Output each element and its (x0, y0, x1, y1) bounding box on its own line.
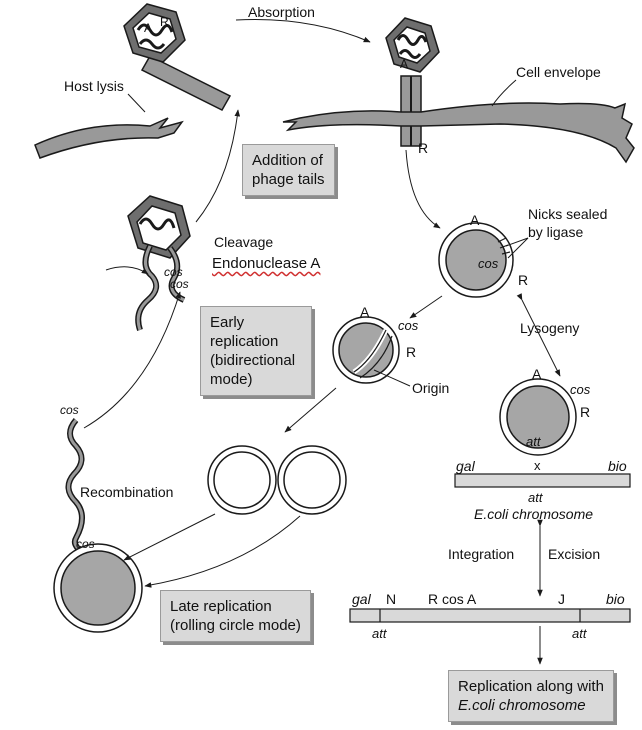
label-cos-lysogeny: cos (570, 382, 591, 397)
cycle-arrows (83, 19, 561, 665)
circle-lysogeny (499, 378, 577, 456)
label-cos-cleave-1: cos (164, 265, 183, 279)
label-cos-rolling: cos (76, 537, 95, 551)
label-att-right: att (572, 626, 587, 641)
label-host-lysis: Host lysis (64, 78, 124, 94)
label-r-circle: R (518, 272, 529, 288)
label-att-left: att (372, 626, 387, 641)
label-cos-tail: cos (60, 403, 79, 417)
label-j: J (558, 591, 565, 607)
box-phage-tails: Addition of phage tails (242, 144, 335, 196)
label-a-early: A (360, 304, 370, 320)
label-ecoli-chromosome: E.coli chromosome (474, 506, 594, 522)
label-a-top: A (144, 21, 153, 35)
label-r-top: R (160, 15, 169, 29)
pointer-lines (127, 79, 529, 387)
label-nicks-1: Nicks sealed (528, 206, 608, 222)
label-att-lysogeny: att (526, 434, 541, 449)
phage-top-left (123, 3, 232, 111)
label-cell-envelope: Cell envelope (516, 64, 601, 80)
label-bio-bottom: bio (606, 591, 625, 607)
phage-cleavage (127, 195, 191, 331)
box-late-replication: Late replication (rolling circle mode) (160, 590, 311, 642)
label-gal-bottom: gal (352, 591, 371, 607)
label-integration: Integration (448, 546, 515, 562)
label-cos-circle: cos (478, 256, 499, 271)
host-lysis-envelope (34, 117, 184, 159)
label-recombination: Recombination (80, 484, 174, 500)
label-n: N (386, 591, 397, 607)
label-absorption: Absorption (248, 4, 315, 20)
label-gal-top: gal (456, 458, 475, 474)
ecoli-chromosome-bar (454, 473, 631, 488)
label-origin: Origin (412, 380, 450, 396)
prophage-bar (349, 608, 631, 623)
box-early-replication: Early replication (bidirectional mode) (200, 306, 312, 396)
label-r-lysogeny: R (580, 404, 591, 420)
label-r-early: R (406, 344, 417, 360)
label-endonuclease: Endonuclease A (212, 255, 321, 272)
recombination-circles (207, 445, 347, 515)
label-excision: Excision (548, 546, 601, 562)
label-r-cos-a: R cos A (428, 591, 477, 607)
label-att-chromosome: att (528, 490, 543, 505)
label-x: x (534, 458, 541, 473)
label-a-inject: A (400, 57, 409, 71)
box-replication-with: Replication along with E.coli chromosome (448, 670, 614, 722)
label-a-lysogeny: A (532, 366, 542, 382)
phage-top-right (385, 17, 440, 147)
label-cleavage: Cleavage (214, 234, 274, 250)
label-a-circle: A (470, 212, 480, 228)
circle-early-replication (332, 316, 400, 384)
label-cos-early: cos (398, 318, 419, 333)
label-lysogeny: Lysogeny (520, 320, 580, 336)
label-bio-top: bio (608, 458, 627, 474)
label-r-inject: R (418, 140, 429, 156)
circle-cos (438, 222, 514, 298)
cell-envelope (282, 102, 635, 164)
label-nicks-2: by ligase (528, 224, 584, 240)
label-cos-cleave-2: cos (170, 277, 189, 291)
rolling-circle (53, 418, 143, 633)
